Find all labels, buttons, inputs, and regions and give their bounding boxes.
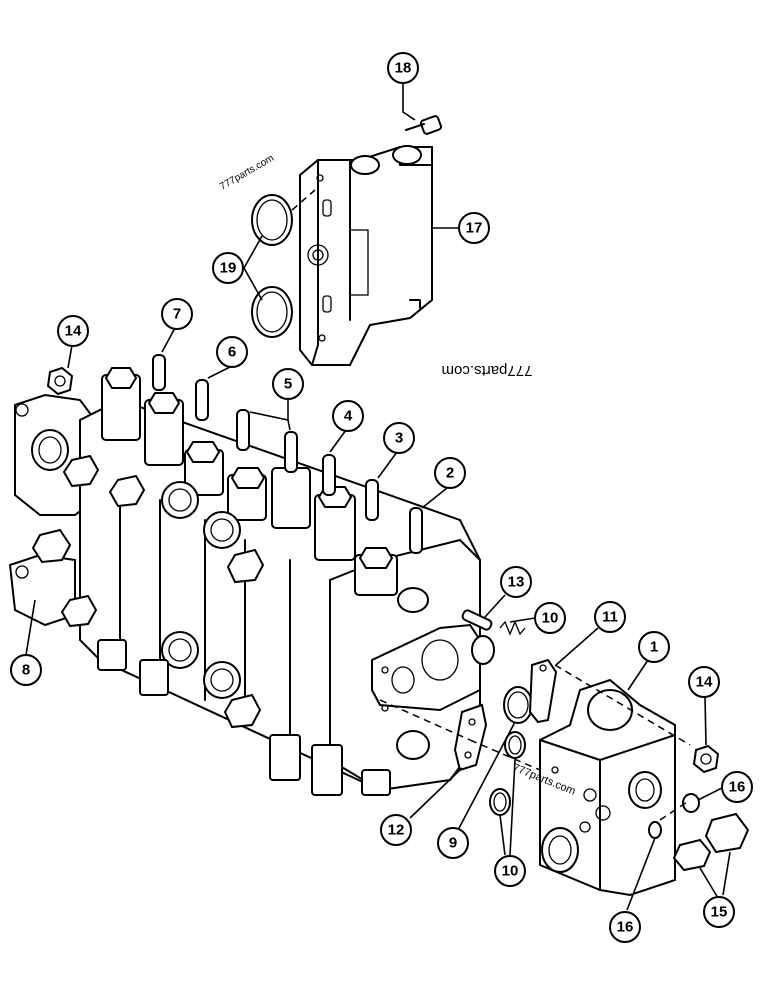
callout-2: 2 bbox=[434, 457, 466, 489]
o-rings-part-16 bbox=[648, 793, 700, 839]
svg-text:14: 14 bbox=[696, 674, 713, 691]
svg-text:19: 19 bbox=[220, 260, 237, 277]
svg-text:1: 1 bbox=[650, 639, 658, 656]
svg-text:11: 11 bbox=[602, 609, 618, 626]
callout-10-upper: 10 bbox=[534, 602, 566, 634]
assembly-dash-lines bbox=[379, 664, 691, 821]
callout-5: 5 bbox=[272, 368, 304, 400]
svg-text:5: 5 bbox=[284, 376, 292, 393]
svg-text:17: 17 bbox=[466, 220, 483, 237]
watermark-mid: 777parts.com bbox=[442, 362, 533, 379]
callout-14-left: 14 bbox=[57, 315, 89, 347]
svg-text:7: 7 bbox=[173, 306, 181, 323]
callout-16-lower: 16 bbox=[609, 911, 641, 943]
callout-9: 9 bbox=[437, 827, 469, 859]
svg-text:2: 2 bbox=[446, 465, 454, 482]
callout-17: 17 bbox=[458, 212, 490, 244]
svg-text:10: 10 bbox=[542, 610, 559, 627]
seal-part-11 bbox=[528, 658, 558, 724]
callout-14-right: 14 bbox=[688, 666, 720, 698]
plugs-part-15 bbox=[672, 812, 750, 872]
callout-18: 18 bbox=[387, 52, 419, 84]
svg-text:18: 18 bbox=[395, 60, 412, 77]
svg-text:14: 14 bbox=[65, 323, 82, 340]
svg-text:10: 10 bbox=[502, 863, 519, 880]
callout-13: 13 bbox=[500, 566, 532, 598]
outlet-cover-part-1 bbox=[539, 678, 676, 897]
svg-text:16: 16 bbox=[617, 919, 634, 936]
gasket-plate bbox=[371, 623, 481, 712]
callout-1: 1 bbox=[638, 631, 670, 663]
callout-8: 8 bbox=[10, 654, 42, 686]
callout-12: 12 bbox=[380, 814, 412, 846]
o-ring-part-9 bbox=[503, 686, 533, 724]
watermark-top: 777parts.com bbox=[218, 153, 276, 193]
svg-text:3: 3 bbox=[395, 430, 403, 447]
svg-text:15: 15 bbox=[711, 904, 728, 921]
plug-part-18 bbox=[405, 115, 443, 135]
svg-text:8: 8 bbox=[22, 662, 30, 679]
svg-text:12: 12 bbox=[388, 822, 405, 839]
nut-part-14-left bbox=[46, 366, 74, 396]
callout-4: 4 bbox=[332, 400, 364, 432]
callout-11: 11 bbox=[594, 601, 626, 633]
callout-7: 7 bbox=[161, 298, 193, 330]
callout-16-upper: 16 bbox=[721, 771, 753, 803]
callout-10-lower: 10 bbox=[494, 855, 526, 887]
spring-and-pin bbox=[461, 609, 526, 665]
callout-19: 19 bbox=[212, 252, 244, 284]
callout-3: 3 bbox=[383, 422, 415, 454]
leader-lines bbox=[25, 83, 731, 911]
svg-text:9: 9 bbox=[449, 835, 457, 852]
callout-6: 6 bbox=[216, 336, 248, 368]
svg-text:13: 13 bbox=[508, 574, 525, 591]
relief-valve-block bbox=[299, 145, 433, 366]
svg-text:6: 6 bbox=[228, 344, 236, 361]
nut-part-14-right bbox=[692, 744, 720, 774]
gasket-part-12 bbox=[453, 703, 488, 772]
callout-15: 15 bbox=[703, 896, 735, 928]
control-valve-stack bbox=[8, 354, 481, 796]
svg-text:4: 4 bbox=[344, 408, 353, 425]
svg-text:16: 16 bbox=[729, 779, 746, 796]
